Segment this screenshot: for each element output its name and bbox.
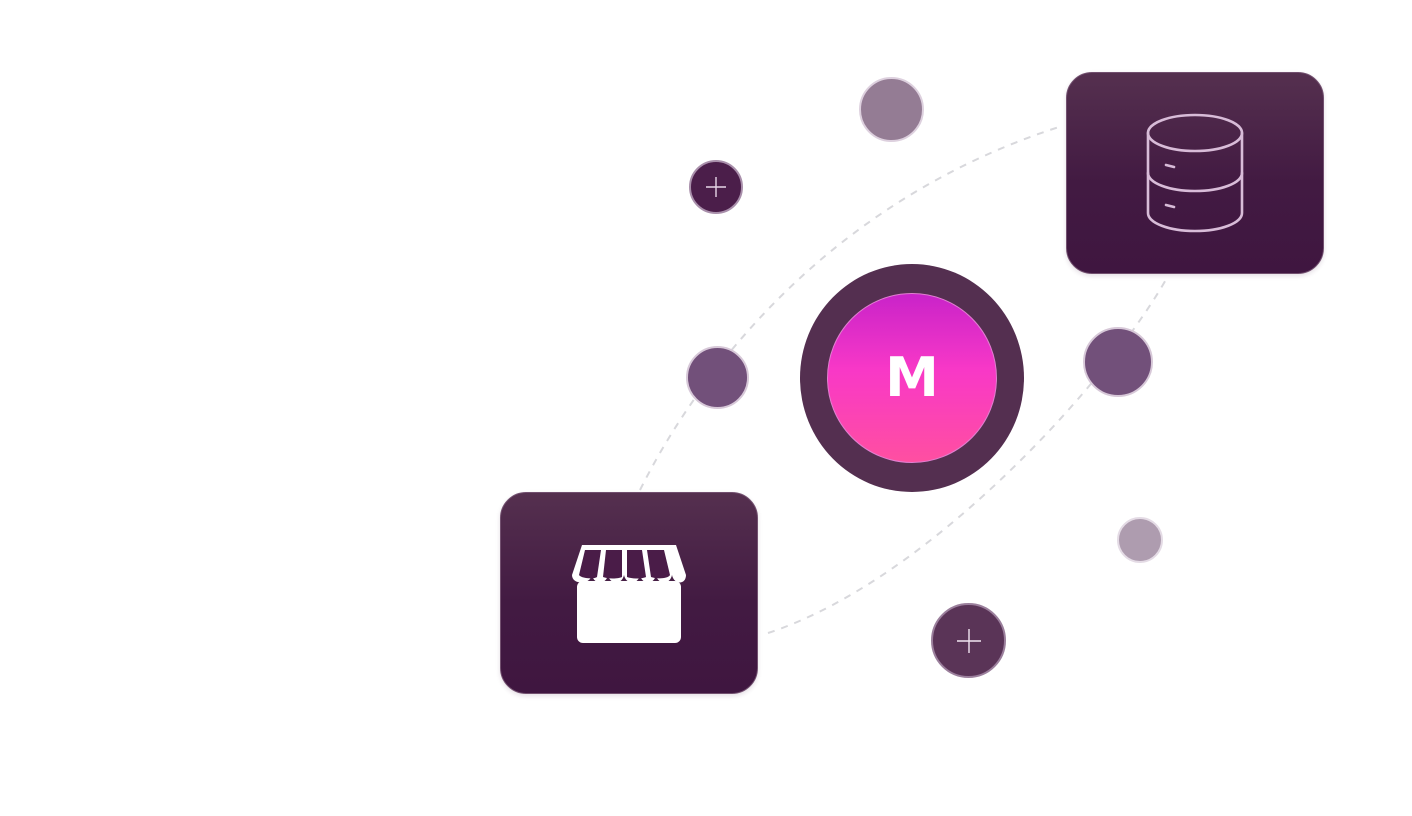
decorative-dot [686,346,749,409]
plus-icon [706,177,726,197]
database-card[interactable] [1066,72,1324,274]
store-card[interactable] [500,492,758,694]
add-button[interactable] [689,160,743,214]
decorative-dot [859,77,924,142]
hub-logo: M [827,293,997,463]
hub-logo-label: M [885,346,939,409]
storefront-icon [572,545,686,643]
add-button[interactable] [931,603,1006,678]
hub-ring: M [800,264,1024,492]
decorative-dot [1083,327,1153,397]
database-icon [1146,113,1244,233]
decorative-dot [1117,517,1163,563]
plus-icon [956,628,981,653]
